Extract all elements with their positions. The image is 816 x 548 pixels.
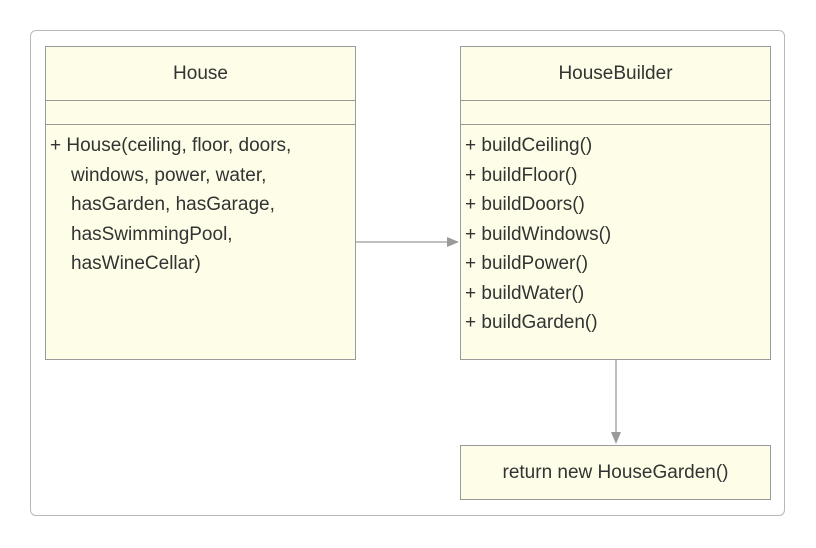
house-constructor-line: + House(ceiling, floor, doors, bbox=[50, 135, 292, 156]
method-build-water: + buildWater() bbox=[465, 282, 585, 304]
house-builder-methods-section: + buildCeiling() + buildFloor() + buildD… bbox=[461, 125, 770, 338]
house-builder-class-name: HouseBuilder bbox=[461, 47, 770, 101]
house-constructor-line: hasWineCellar) bbox=[71, 253, 201, 274]
house-constructor-line: windows, power, water, bbox=[71, 164, 267, 186]
method-build-windows: + buildWindows() bbox=[465, 223, 612, 245]
house-builder-attributes-section bbox=[461, 101, 770, 125]
method-build-floor: + buildFloor() bbox=[465, 164, 578, 186]
method-build-doors: + buildDoors() bbox=[465, 194, 585, 215]
arrow-house-to-builder bbox=[356, 237, 459, 247]
method-build-power: + buildPower() bbox=[465, 253, 589, 274]
method-build-garden: + buildGarden() bbox=[465, 312, 598, 333]
house-attributes-section bbox=[46, 101, 355, 125]
house-constructor-line: hasSwimmingPool, bbox=[71, 223, 233, 245]
house-class-name: House bbox=[46, 47, 355, 101]
return-note-text: return new HouseGarden() bbox=[502, 461, 729, 483]
house-methods-section: + House(ceiling, floor, doors, windows, … bbox=[46, 125, 355, 279]
house-class-box[interactable]: House + House(ceiling, floor, doors, win… bbox=[45, 46, 356, 360]
return-note-box[interactable]: return new HouseGarden() bbox=[460, 445, 771, 500]
house-builder-class-box[interactable]: HouseBuilder + buildCeiling() + buildFlo… bbox=[460, 46, 771, 360]
arrow-builder-to-return bbox=[611, 360, 621, 444]
method-build-ceiling: + buildCeiling() bbox=[465, 135, 593, 156]
house-constructor-line: hasGarden, hasGarage, bbox=[71, 194, 275, 215]
